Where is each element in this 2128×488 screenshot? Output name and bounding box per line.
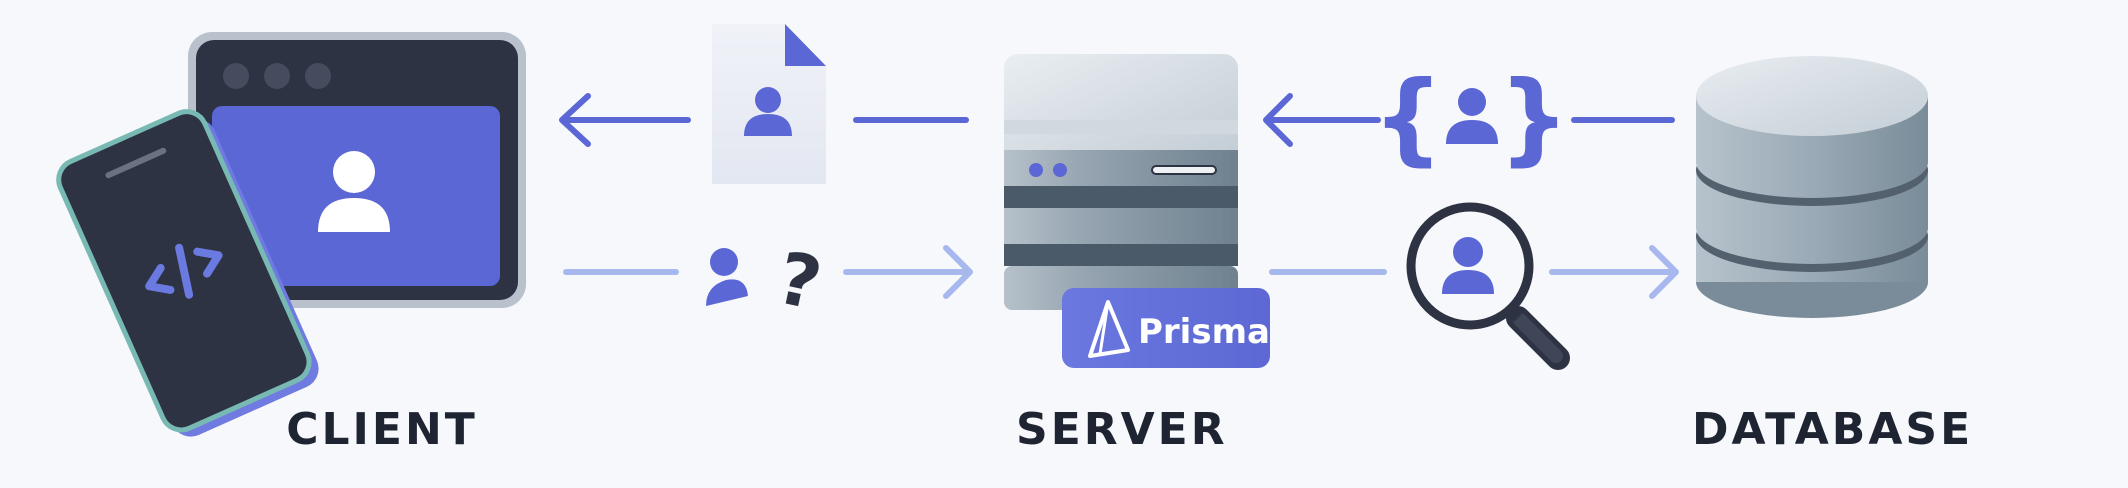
question-mark-icon: ?: [770, 236, 828, 327]
result-arrow: [1263, 93, 1675, 147]
mobile-phone-icon: [56, 109, 319, 437]
response-arrow: [559, 93, 969, 147]
client-label: CLIENT: [286, 404, 478, 455]
magnifier-icon: [1406, 202, 1570, 370]
arrow-right-icon: [1649, 245, 1679, 299]
database-label: DATABASE: [1692, 404, 1974, 455]
svg-text:{: {: [1372, 59, 1443, 176]
database-icon: [1696, 56, 1928, 318]
request-arrow: [563, 245, 973, 299]
document-icon: [712, 24, 826, 184]
user-icon: [744, 87, 792, 136]
server-label: SERVER: [1016, 404, 1228, 455]
server-rack-icon: [1004, 54, 1238, 310]
svg-text:}: }: [1498, 59, 1569, 176]
arrow-right-icon: [943, 245, 973, 299]
prisma-badge: Prisma: [1062, 288, 1270, 368]
prisma-logo-icon: [1088, 300, 1130, 358]
query-arrow: [1269, 245, 1679, 299]
browser-window-icon: [188, 32, 526, 308]
arrow-left-icon: [559, 93, 591, 147]
json-braces-icon: { }: [1372, 59, 1569, 176]
code-icon: [145, 243, 223, 299]
user-icon: [1442, 237, 1494, 294]
user-icon: [318, 151, 390, 232]
user-icon: [706, 248, 748, 306]
arrow-left-icon: [1263, 93, 1293, 147]
user-icon: [1446, 88, 1498, 144]
prisma-label: Prisma: [1138, 312, 1270, 352]
